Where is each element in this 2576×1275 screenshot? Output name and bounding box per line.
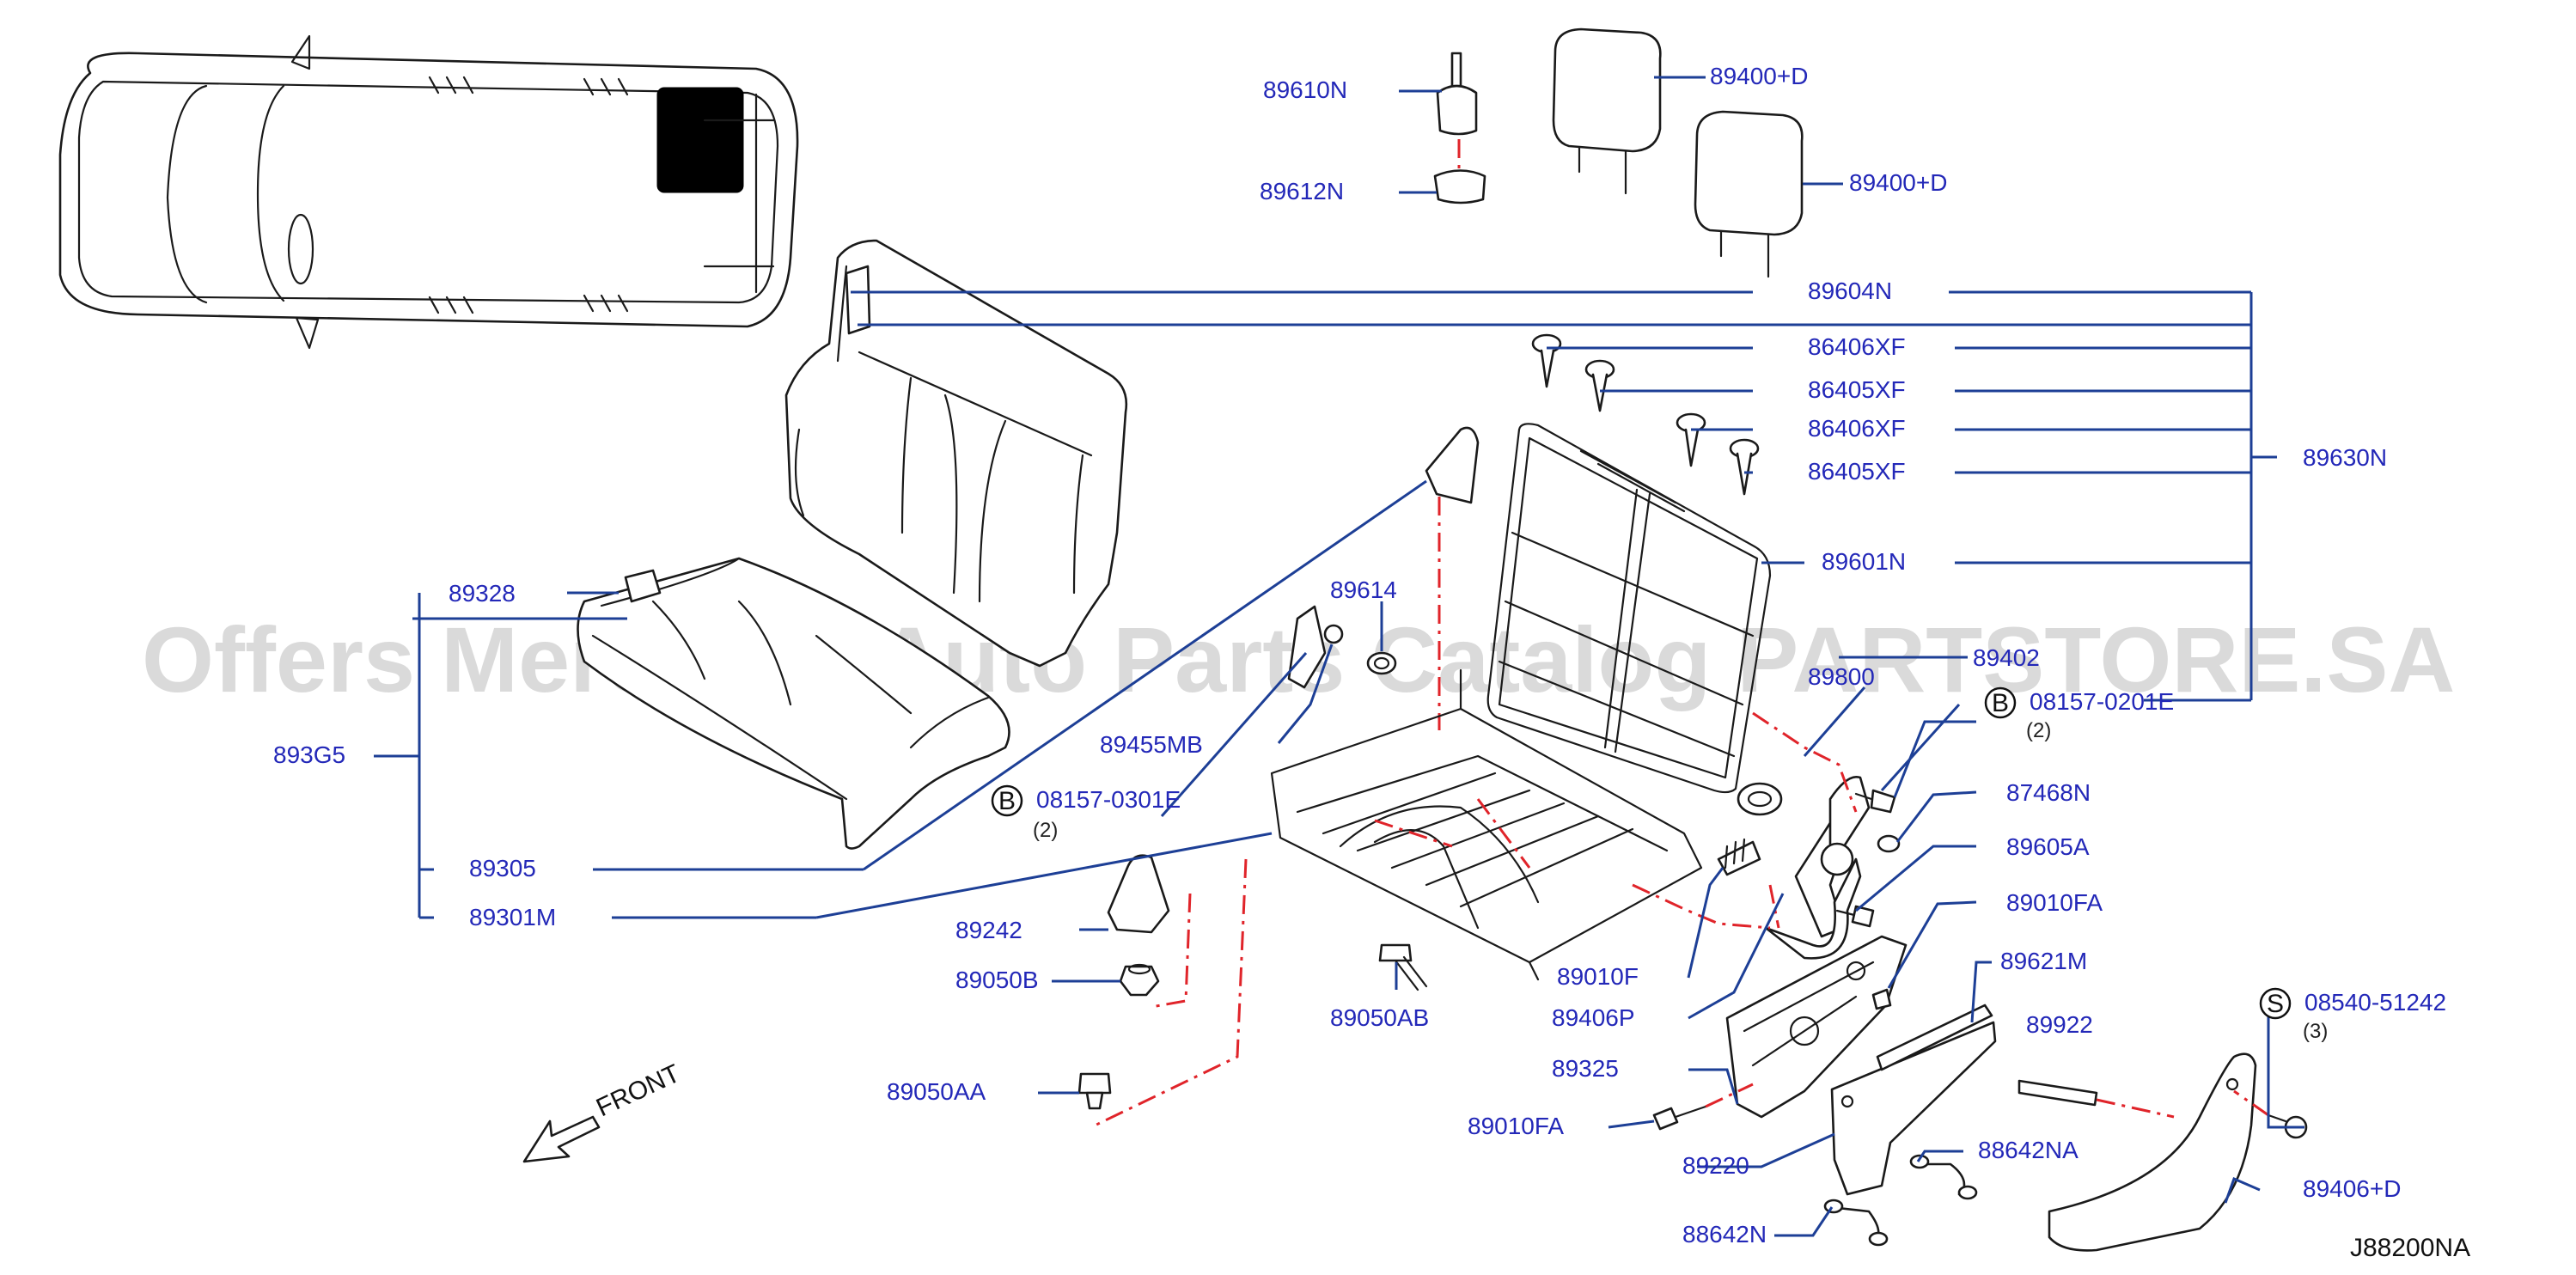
label-89406d: 89406+D <box>2303 1175 2401 1202</box>
seat-back <box>784 239 1128 668</box>
clip-86406xf-2 <box>1676 412 1706 467</box>
left-cut-lines <box>1094 858 1248 1127</box>
headrest-1 <box>1552 27 1662 195</box>
label-08157-0301e: 08157-0301E <box>1036 786 1181 813</box>
label-89305: 89305 <box>469 855 536 882</box>
label-89010fa-1: 89010FA <box>2006 889 2103 916</box>
bracket-89242 <box>1107 854 1170 934</box>
badge-s: S <box>2259 987 2292 1020</box>
bolt-08157-0201e <box>1854 789 1896 814</box>
label-89010fa-2: 89010FA <box>1468 1113 1564 1139</box>
label-89612n: 89612N <box>1260 178 1344 204</box>
highlighted-seat-area <box>656 87 744 193</box>
label-89455mb: 89455MB <box>1100 731 1203 758</box>
svg-text:B: B <box>1992 689 2009 717</box>
part-labels: 89610N 89612N 89400+D 89400+D 89604N 864… <box>273 63 2446 1248</box>
label-86405xf-2: 86405XF <box>1808 458 1906 485</box>
side-cover-89406d <box>2048 1052 2257 1252</box>
bolt-89010fa-1 <box>1835 905 1875 928</box>
clip-86405xf-2 <box>1729 438 1760 496</box>
qty-08157-0301e: (2) <box>1033 819 1058 842</box>
label-89050b: 89050B <box>955 967 1039 993</box>
label-893g5: 893G5 <box>273 741 345 768</box>
label-89604n: 89604N <box>1808 278 1892 304</box>
label-89601n: 89601N <box>1822 548 1906 575</box>
hinge-89325 <box>1725 935 1908 1119</box>
diagram-code: J88200NA <box>2350 1234 2470 1262</box>
spring-89605a <box>1717 838 1761 876</box>
label-89050aa: 89050AA <box>887 1078 986 1105</box>
recliner-lever <box>1764 857 1862 960</box>
qty-08540-51242: (3) <box>2303 1020 2328 1043</box>
badge-b-right: B <box>1984 686 2017 719</box>
pin-89922 <box>2017 1079 2175 1119</box>
front-label: FRONT <box>592 1059 685 1123</box>
nut-89050b <box>1119 963 1160 997</box>
seat-back-frame <box>1486 423 1772 794</box>
label-89220: 89220 <box>1682 1152 1749 1179</box>
cap-87468n <box>1877 834 1901 853</box>
headrest-2 <box>1694 110 1804 278</box>
part-89614 <box>1366 651 1397 675</box>
label-89301m: 89301M <box>469 904 556 930</box>
label-86405xf-1: 86405XF <box>1808 376 1906 403</box>
seat-cushion-frame <box>1270 668 1703 981</box>
label-08540-51242: 08540-51242 <box>2304 989 2446 1016</box>
bolt-89010fa-2 <box>1652 1105 1707 1131</box>
ring-89010f <box>1737 782 1783 816</box>
svg-text:B: B <box>998 787 1016 815</box>
clip-86406xf-1 <box>1531 333 1562 388</box>
right-cut-lines <box>1632 711 1858 1108</box>
bolt-89050aa <box>1077 1072 1112 1110</box>
clip-86405xf-1 <box>1584 359 1615 412</box>
qty-08157-0201e: (2) <box>2026 719 2051 742</box>
headrest-guide <box>1433 52 1486 204</box>
label-87468n: 87468N <box>2006 779 2091 806</box>
label-89610n: 89610N <box>1263 76 1347 103</box>
label-89605a: 89605A <box>2006 833 2090 860</box>
label-86406xf-1: 86406XF <box>1808 333 1906 360</box>
label-89050ab: 89050AB <box>1330 1004 1429 1031</box>
bracket-89455mb <box>1287 605 1344 689</box>
leader-lines <box>374 76 2304 1237</box>
label-88642n: 88642N <box>1682 1221 1767 1248</box>
vehicle-top-view <box>58 34 799 350</box>
label-89400d-2: 89400+D <box>1849 169 1947 196</box>
label-89010f: 89010F <box>1557 963 1639 990</box>
svg-text:S: S <box>2267 990 2284 1018</box>
front-direction-arrow: FRONT <box>522 1059 685 1163</box>
clip-88642n <box>1823 1199 1889 1247</box>
label-89621m: 89621M <box>2000 948 2087 974</box>
label-89406p: 89406P <box>1552 1004 1635 1031</box>
label-89630n: 89630N <box>2303 444 2387 471</box>
label-89242: 89242 <box>955 917 1022 943</box>
label-89800: 89800 <box>1808 663 1875 690</box>
label-89400d-1: 89400+D <box>1710 63 1808 89</box>
label-89402: 89402 <box>1973 644 2040 671</box>
recliner-cover-89402 <box>1820 776 1871 876</box>
side-cover-89800 <box>1425 426 1480 730</box>
label-89325: 89325 <box>1552 1055 1619 1082</box>
badge-b-left: B <box>991 784 1023 817</box>
bolt-89050ab <box>1378 943 1428 991</box>
label-89922: 89922 <box>2026 1011 2093 1038</box>
side-cover-89220 <box>1830 1004 1997 1196</box>
label-86406xf-2: 86406XF <box>1808 415 1906 442</box>
clip-88642na <box>1909 1154 1978 1200</box>
label-08157-0201e: 08157-0201E <box>2030 688 2174 715</box>
seat-cushion <box>577 557 1010 850</box>
label-89614: 89614 <box>1330 576 1397 603</box>
label-89328: 89328 <box>449 580 516 607</box>
label-88642na: 88642NA <box>1978 1137 2079 1163</box>
bolt-upper-right <box>1871 988 1892 1010</box>
